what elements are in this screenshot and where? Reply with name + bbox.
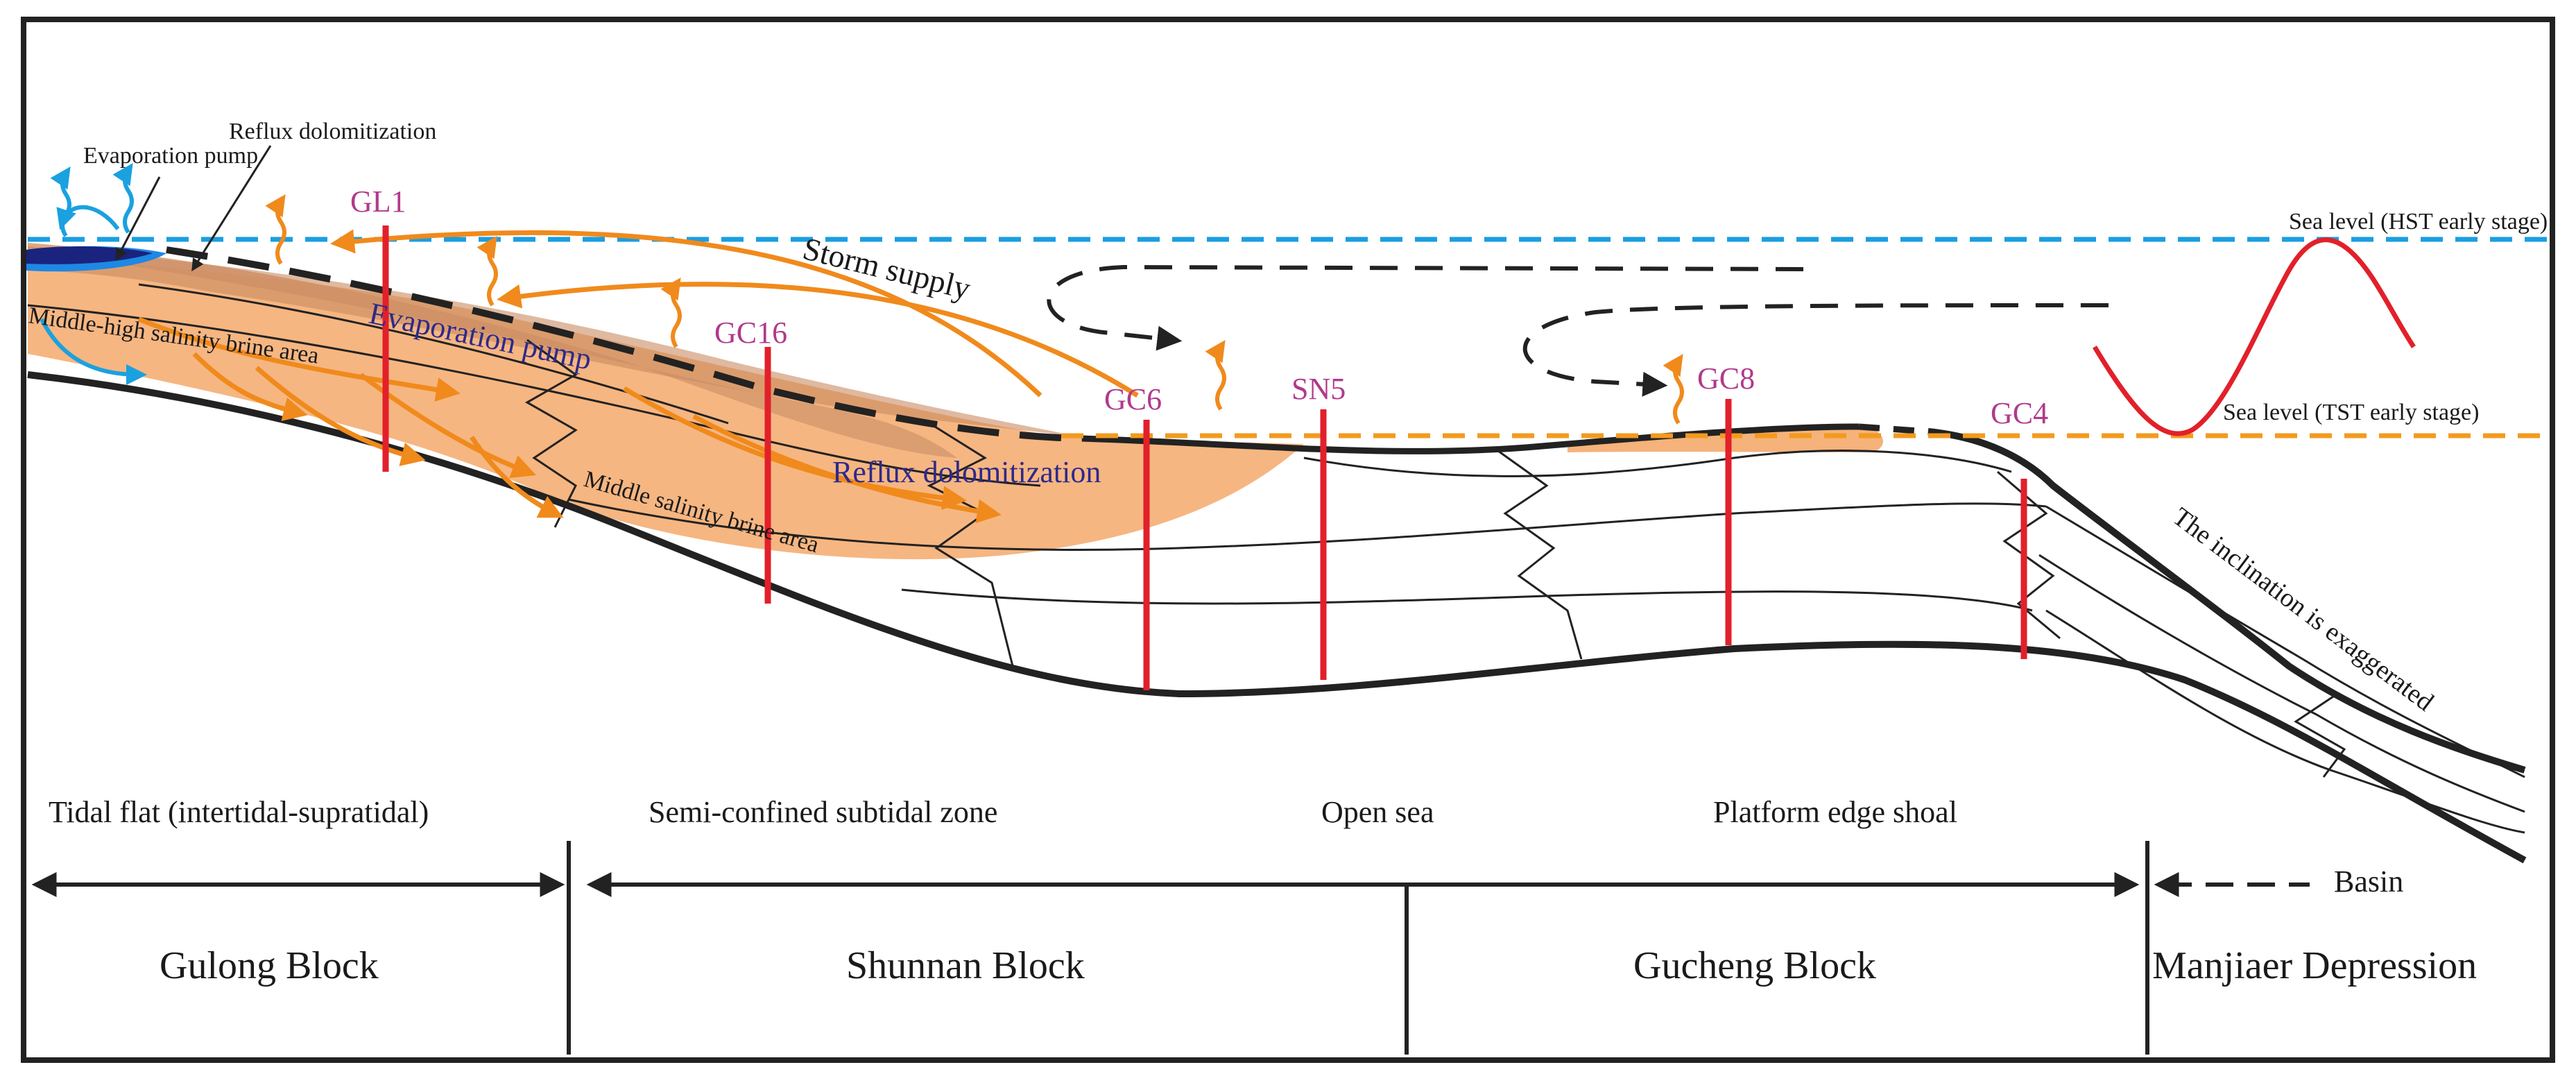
block-manjiaer: Manjiaer Depression — [2152, 944, 2477, 987]
reflux-pointer — [191, 145, 272, 272]
platform-slope-top — [1927, 428, 2526, 774]
zone-open-sea: Open sea — [1321, 795, 1434, 829]
wells — [382, 225, 2027, 690]
sea-level-hst-label: Sea level (HST early stage) — [2289, 209, 2548, 234]
platform-base — [27, 371, 2527, 864]
annot-reflux-big: Reflux dolomitization — [832, 455, 1101, 489]
outer-frame — [21, 17, 2555, 1063]
platform-top-dashed — [166, 246, 1083, 442]
well-label-gl1: GL1 — [350, 185, 406, 219]
middle-salinity-brine-area — [28, 257, 1304, 560]
well-label-sn5: SN5 — [1291, 372, 1346, 406]
annot-inclination: The inclination is exaggerated — [2167, 502, 2439, 717]
evap-pump-pointer — [115, 176, 161, 262]
zone-platform-edge-shoal: Platform edge shoal — [1713, 795, 1957, 829]
zone-tidal-flat: Tidal flat (intertidal-supratidal) — [49, 795, 429, 829]
platform-top-solid — [1081, 423, 1860, 454]
middle-high-salinity-brine-area — [28, 243, 957, 458]
upper-brine-wedge — [28, 246, 1082, 437]
sea-level-tst-label: Sea level (TST early stage) — [2223, 400, 2479, 425]
well-label-gc16: GC16 — [714, 316, 787, 350]
well-label-gc8: GC8 — [1697, 361, 1755, 395]
block-gucheng: Gucheng Block — [1633, 944, 1876, 987]
storm-arrow-1 — [1047, 264, 1804, 351]
block-gulong: Gulong Block — [160, 944, 379, 987]
block-shunnan: Shunnan Block — [846, 944, 1085, 987]
orange-flow-arrows — [137, 229, 1139, 524]
zone-semi-confined: Semi-confined subtidal zone — [649, 795, 997, 829]
annot-reflux-small: Reflux dolomitization — [229, 119, 436, 144]
storm-arrow-2 — [1522, 303, 2109, 397]
well-label-gc6: GC6 — [1104, 382, 1162, 416]
sea-level-curve — [2092, 237, 2416, 436]
zone-basin: Basin — [2334, 864, 2403, 898]
evaporation-wavy-arrows — [265, 194, 1684, 425]
blue-evaporation-arrows — [40, 163, 147, 385]
annot-evap-small: Evaporation pump — [83, 143, 258, 169]
platform-top-gap — [1858, 423, 1929, 435]
well-label-gc4: GC4 — [1991, 396, 2048, 430]
